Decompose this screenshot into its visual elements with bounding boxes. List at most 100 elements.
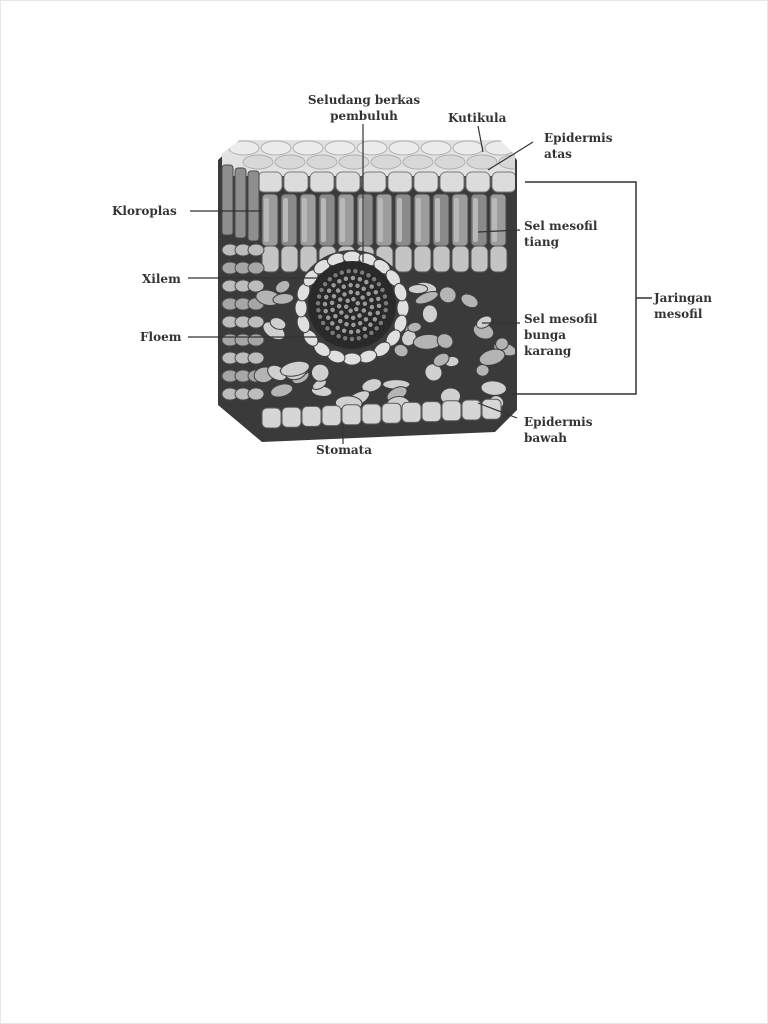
vascular-cell xyxy=(347,307,354,314)
spongy-cell xyxy=(280,360,310,377)
cuticle-cell xyxy=(388,140,420,156)
cuticle-layer xyxy=(222,140,515,176)
vascular-cell xyxy=(322,301,328,307)
vascular-cell xyxy=(375,295,382,302)
side-spongy-cell xyxy=(247,261,265,275)
cuticle-cell xyxy=(292,140,324,156)
epidermis-cell xyxy=(335,171,361,193)
cuticle-cell xyxy=(420,140,452,156)
label-floem: Floem xyxy=(140,330,182,344)
cuticle-cell xyxy=(484,140,515,156)
vascular-cell xyxy=(332,272,339,279)
leader-sel-mesofil-tiang xyxy=(477,229,521,233)
vascular-cell xyxy=(354,290,361,297)
spongy-cell xyxy=(478,348,506,366)
palisade-highlight xyxy=(454,198,459,242)
spongy-cell xyxy=(407,321,422,333)
side-spongy-cell xyxy=(247,243,265,257)
cuticle-cell xyxy=(498,154,515,170)
palisade-lower-cell xyxy=(489,245,508,273)
vascular-cell xyxy=(368,297,375,303)
lower-epidermis-cell xyxy=(401,401,422,423)
label-sel-mesofil-bunga-karang: Sel mesofil bunga karang xyxy=(524,312,598,358)
palisade-lower-cell xyxy=(261,245,280,273)
vascular-cell xyxy=(357,320,364,327)
side-spongy-cell xyxy=(247,387,265,401)
palisade-highlight xyxy=(321,198,326,242)
vascular-cell xyxy=(381,293,388,300)
sheath-cell xyxy=(396,298,410,318)
vascular-cell xyxy=(360,285,367,292)
epidermis-cell xyxy=(283,171,309,193)
vascular-cell xyxy=(368,283,375,290)
spongy-cell xyxy=(414,290,439,305)
label-sel-mesofil-tiang: Sel mesofil tiang xyxy=(524,219,598,249)
spongy-cell xyxy=(476,315,493,329)
vascular-cell xyxy=(341,291,348,298)
label-stomata: Stomata xyxy=(316,443,373,457)
vascular-cell xyxy=(348,329,354,335)
vascular-cell xyxy=(337,318,344,325)
vascular-cell xyxy=(356,276,363,283)
spongy-cell xyxy=(421,304,439,324)
lower-epidermis-cell xyxy=(361,403,382,425)
side-spongy-cell xyxy=(247,351,265,365)
label-epidermis-atas: Epidermis atas xyxy=(544,131,613,161)
vascular-cell xyxy=(326,287,332,294)
label-xilem: Xilem xyxy=(142,272,181,286)
palisade-highlight xyxy=(264,198,269,242)
vascular-cell xyxy=(362,333,369,340)
leader-epidermis-bawah xyxy=(477,402,518,419)
vascular-cell xyxy=(347,282,354,288)
vascular-cell xyxy=(336,303,342,310)
vascular-bundle xyxy=(294,250,410,366)
spongy-cell xyxy=(407,283,429,295)
vascular-cell xyxy=(349,275,356,281)
vascular-cell xyxy=(338,309,345,316)
epidermis-cell xyxy=(361,171,387,193)
vascular-cell xyxy=(356,312,363,319)
vascular-cell xyxy=(331,293,337,300)
lower-epidermis-cell xyxy=(281,406,302,428)
vascular-cell xyxy=(341,327,347,334)
lower-epidermis-cell xyxy=(381,402,402,424)
vascular-cell xyxy=(345,268,352,275)
vascular-cell xyxy=(374,309,381,316)
vascular-cell xyxy=(371,276,377,283)
lower-epidermis-cell xyxy=(481,398,502,420)
vascular-cell xyxy=(338,269,345,276)
palisade-lower-cell xyxy=(470,245,489,273)
vascular-cell xyxy=(373,325,380,332)
leader-lines xyxy=(188,124,534,444)
vascular-cell xyxy=(342,275,349,282)
spongy-cell xyxy=(460,293,479,309)
vascular-cell xyxy=(361,325,368,332)
vascular-cell xyxy=(380,313,387,320)
upper-epidermis-layer xyxy=(257,171,515,193)
vascular-cell xyxy=(344,297,351,304)
side-spongy-cell xyxy=(247,333,265,347)
palisade-highlight xyxy=(283,198,288,242)
side-column-cell xyxy=(221,164,234,236)
palisade-highlight xyxy=(302,198,307,242)
lower-epidermis-cell xyxy=(261,407,282,429)
tissue-block xyxy=(218,140,517,442)
epidermis-cell xyxy=(257,171,283,193)
vascular-cell xyxy=(354,282,361,289)
vascular-cell xyxy=(343,303,350,310)
vascular-cell xyxy=(320,320,326,326)
side-spongy-cell xyxy=(247,315,265,329)
vascular-cell xyxy=(367,310,373,317)
vascular-cell xyxy=(322,281,328,288)
vascular-cell xyxy=(359,294,366,301)
xylem-cells xyxy=(315,268,389,342)
vascular-cell xyxy=(377,320,384,326)
vascular-cell xyxy=(343,313,350,320)
label-kloroplas: Kloroplas xyxy=(112,204,177,218)
vascular-cell xyxy=(376,302,382,309)
vascular-cell xyxy=(350,314,357,321)
label-jaringan-mesofil: Jaringan mesofil xyxy=(654,291,712,321)
cuticle-cell xyxy=(452,140,484,156)
vascular-cell xyxy=(329,320,336,327)
vascular-cell xyxy=(332,313,339,320)
